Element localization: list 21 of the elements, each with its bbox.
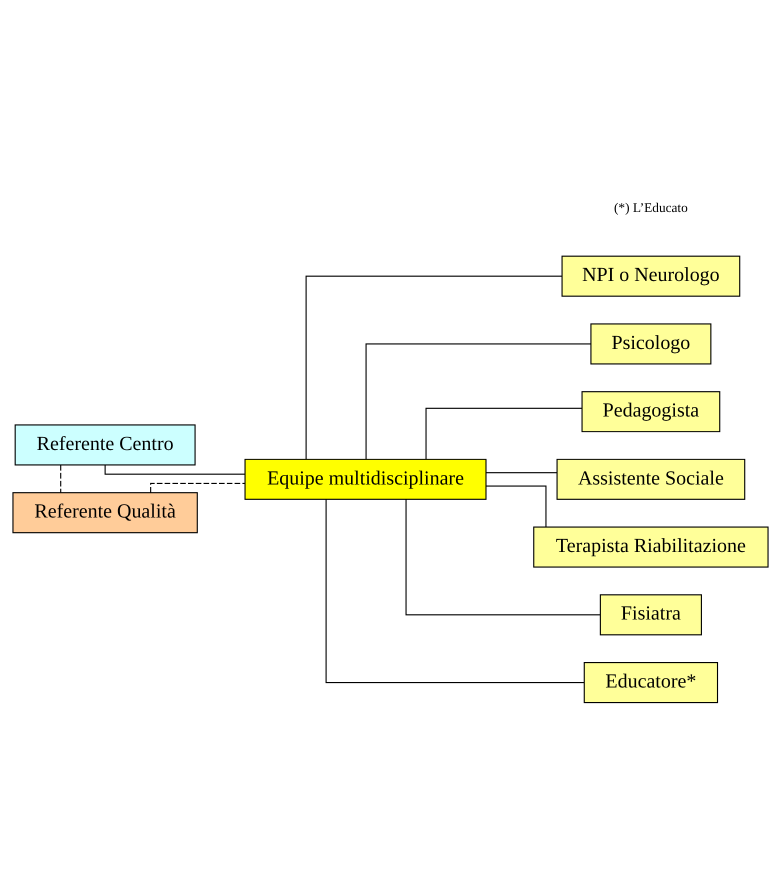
node-box: Psicologo	[590, 322, 712, 364]
node-box: Assistente Sociale	[556, 458, 746, 500]
connector	[486, 472, 557, 473]
connector	[366, 342, 591, 459]
connector	[150, 482, 245, 492]
node-box: Equipe multidisciplinare	[244, 458, 487, 500]
node-box: NPI o Neurologo	[562, 255, 740, 296]
connector	[104, 464, 245, 474]
node-box: Referente Qualità	[12, 492, 198, 533]
connector	[326, 499, 584, 683]
connector	[60, 464, 62, 492]
connector	[425, 407, 582, 459]
label: (*) L’Educato	[614, 199, 688, 214]
node-box: Referente Centro	[14, 424, 196, 465]
connector	[306, 275, 562, 459]
node-box: Pedagogista	[582, 390, 720, 432]
node-box: Fisiatra	[600, 594, 702, 635]
node-box: Educatore*	[584, 662, 718, 703]
connector	[406, 498, 600, 615]
connector	[486, 484, 546, 527]
node-box: Terapista Riabilitazione	[533, 526, 769, 568]
